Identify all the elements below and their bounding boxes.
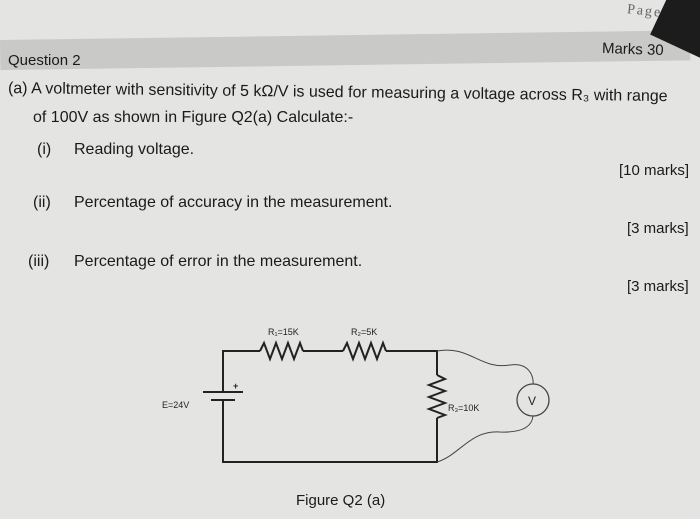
item-i-text: Reading voltage. [74,141,195,158]
item-i-number: (i) [37,141,52,158]
item-iii-number: (iii) [28,253,50,270]
source-label: E=24V [162,400,189,410]
meter-lead-top [436,349,534,385]
question-title: Question 2 [8,52,81,69]
item-ii-number: (ii) [33,194,51,211]
resistor-r2 [342,340,387,362]
item-iii-text: Percentage of error in the measurement. [74,253,363,270]
item-iii-marks: [3 marks] [627,278,689,295]
r3-label: R₃=10K [448,403,479,413]
plus-sign: + [233,381,238,391]
item-ii-marks: [3 marks] [627,220,689,237]
meter-lead-bottom [436,415,534,463]
wire-bottom [222,400,438,463]
resistor-r1 [259,340,304,362]
wire-top-left [222,350,260,392]
resistor-r3 [426,374,448,419]
voltmeter-icon [516,383,550,417]
part-a-line2: of 100V as shown in Figure Q2(a) Calcula… [33,109,354,126]
r1-label: R₁=15K [268,327,299,337]
voltmeter-label: V [528,394,536,408]
item-ii-text: Percentage of accuracy in the measuremen… [74,194,393,211]
item-i-marks: [10 marks] [619,162,690,179]
figure-caption: Figure Q2 (a) [296,492,386,509]
r2-label: R₂=5K [351,327,377,337]
wire-top-right [386,350,438,375]
